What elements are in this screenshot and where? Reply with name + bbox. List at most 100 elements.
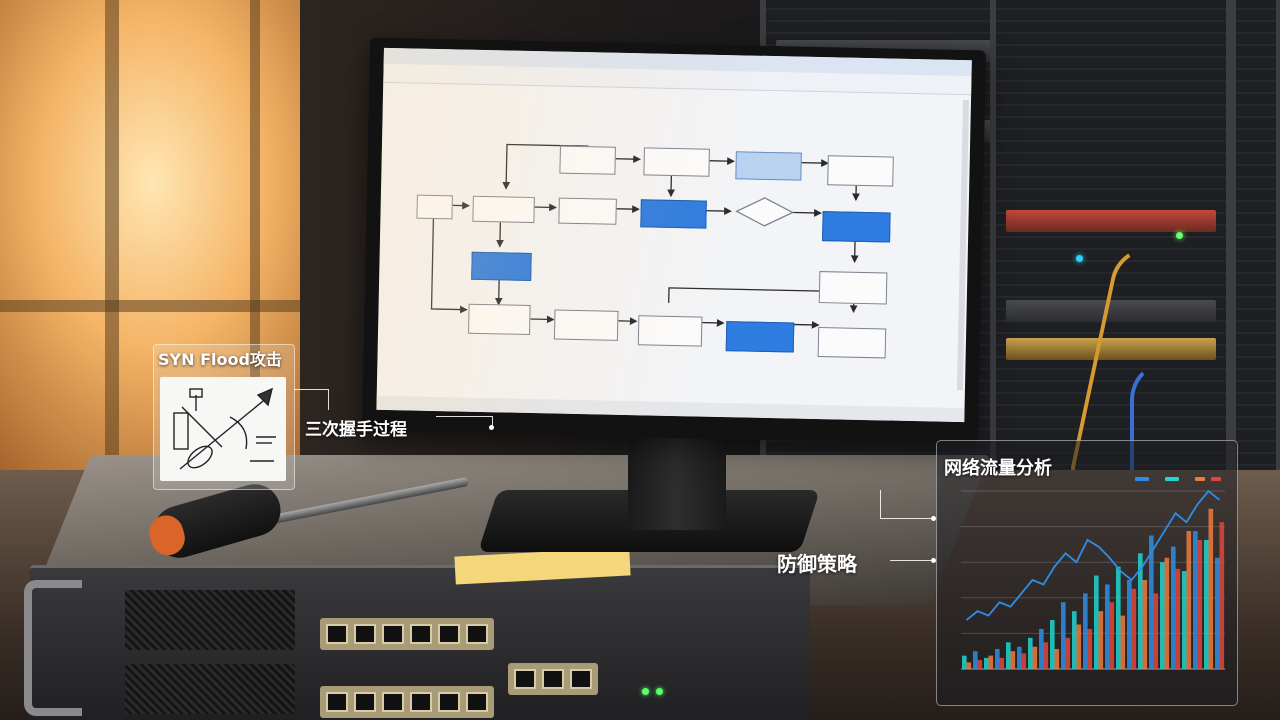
flowchart-node bbox=[558, 197, 617, 225]
chart-bar-cyan bbox=[1193, 531, 1198, 669]
rack-rail bbox=[1230, 0, 1280, 500]
ethernet-port[interactable] bbox=[438, 692, 460, 712]
chart-bar-cyan bbox=[1017, 646, 1022, 669]
traffic-analysis-title: 网络流量分析 bbox=[944, 458, 1052, 479]
ethernet-port[interactable] bbox=[466, 692, 488, 712]
syn-flood-panel bbox=[153, 344, 295, 490]
chart-bar-cyan bbox=[995, 648, 1000, 669]
chart-bar-orange bbox=[1142, 580, 1148, 669]
ethernet-port[interactable] bbox=[438, 624, 460, 644]
flowchart-node bbox=[637, 315, 703, 347]
chart-bar-cyan bbox=[1006, 642, 1011, 669]
callout-dot bbox=[931, 558, 936, 563]
ethernet-port[interactable] bbox=[410, 692, 432, 712]
ethernet-port[interactable] bbox=[354, 692, 376, 712]
flowchart-node-highlighted bbox=[640, 199, 707, 229]
chart-bar-orange bbox=[1032, 646, 1038, 669]
chart-bar-cyan bbox=[1171, 546, 1176, 669]
monitor bbox=[361, 37, 987, 445]
flowchart-node bbox=[817, 327, 887, 359]
chart-bar-orange bbox=[1076, 624, 1082, 669]
ethernet-port[interactable] bbox=[382, 692, 404, 712]
ethernet-port[interactable] bbox=[326, 692, 348, 712]
chart-bar-orange bbox=[1054, 648, 1060, 669]
chart-bar-orange bbox=[1087, 628, 1093, 669]
chart-bar-orange bbox=[1098, 611, 1104, 669]
ethernet-port[interactable] bbox=[382, 624, 404, 644]
flowchart-node bbox=[643, 147, 710, 177]
monitor-screen bbox=[376, 47, 972, 423]
chart-bar-orange bbox=[1219, 522, 1225, 669]
chart-bar-orange bbox=[1164, 557, 1170, 669]
ethernet-port[interactable] bbox=[326, 624, 348, 644]
chart-bar-cyan bbox=[962, 655, 967, 669]
chart-bar-cyan bbox=[1182, 571, 1187, 669]
chart-bar-orange bbox=[988, 655, 994, 669]
callout-leader bbox=[890, 560, 934, 561]
flowchart-node bbox=[553, 309, 619, 341]
flowchart-node bbox=[827, 155, 894, 187]
chart-line-series bbox=[965, 489, 1221, 621]
chart-bar-cyan bbox=[1138, 553, 1143, 669]
legend-swatch bbox=[1165, 477, 1179, 481]
chart-bar-orange bbox=[1043, 642, 1049, 669]
ethernet-port[interactable] bbox=[354, 624, 376, 644]
flowchart-node-highlighted bbox=[471, 251, 532, 282]
flowchart-node bbox=[559, 145, 616, 175]
chart-bar-cyan bbox=[1072, 611, 1077, 669]
chart-bar-cyan bbox=[1149, 535, 1154, 669]
chart-bar-cyan bbox=[1105, 584, 1110, 669]
handshake-label: 三次握手过程 bbox=[305, 420, 407, 440]
ethernet-port[interactable] bbox=[410, 624, 432, 644]
flowchart-node bbox=[468, 303, 531, 336]
chart-bar-orange bbox=[1109, 602, 1115, 669]
flowchart-diagram bbox=[383, 83, 971, 359]
ethernet-port[interactable] bbox=[542, 669, 564, 689]
chart-bar-cyan bbox=[1204, 539, 1209, 669]
chart-bar-orange bbox=[1175, 568, 1181, 669]
ethernet-port[interactable] bbox=[570, 669, 592, 689]
flowchart-node bbox=[818, 271, 888, 305]
chart-bar-orange bbox=[999, 657, 1005, 669]
chart-bar-cyan bbox=[1039, 628, 1044, 669]
flowchart-node bbox=[416, 194, 453, 220]
chart-bar-orange bbox=[1197, 539, 1203, 669]
callout-leader bbox=[294, 389, 329, 410]
flowchart-node bbox=[472, 195, 535, 224]
flowchart-node bbox=[735, 151, 802, 181]
callout-leader bbox=[880, 490, 935, 519]
chart-bar-orange bbox=[966, 662, 972, 669]
network-switch bbox=[24, 565, 810, 720]
chart-bar-orange bbox=[1186, 531, 1192, 669]
legend-swatch bbox=[1135, 477, 1149, 481]
callout-dot bbox=[931, 516, 936, 521]
chart-bar-orange bbox=[1010, 651, 1016, 669]
ethernet-port[interactable] bbox=[466, 624, 488, 644]
chart-bar-orange bbox=[1065, 637, 1071, 669]
flowchart-node-highlighted bbox=[822, 211, 891, 243]
chart-bar-orange bbox=[1021, 653, 1027, 669]
callout-leader bbox=[436, 416, 493, 429]
rocket-shield-sketch-icon bbox=[160, 377, 286, 481]
callout-dot bbox=[489, 425, 494, 430]
chart-bar-orange bbox=[1153, 593, 1159, 669]
chart-bar-cyan bbox=[1116, 566, 1121, 669]
chart-bar-orange bbox=[977, 660, 983, 669]
legend-swatch bbox=[1195, 477, 1205, 481]
switch-rack-handle[interactable] bbox=[24, 580, 82, 716]
ethernet-port[interactable] bbox=[514, 669, 536, 689]
chart-bar-orange bbox=[1131, 588, 1137, 669]
flowchart-node-highlighted bbox=[725, 321, 795, 353]
traffic-chart bbox=[961, 489, 1225, 670]
defense-label: 防御策略 bbox=[777, 552, 857, 576]
chart-bar-orange bbox=[1120, 615, 1126, 669]
syn-flood-title: SYN Flood攻击 bbox=[158, 350, 282, 369]
legend-swatch bbox=[1211, 477, 1221, 481]
server-rack bbox=[990, 0, 1232, 500]
traffic-analysis-panel bbox=[936, 440, 1238, 706]
chart-bar-cyan bbox=[1215, 557, 1220, 669]
chart-bar-cyan bbox=[1083, 593, 1088, 669]
chart-bar-orange bbox=[1208, 508, 1214, 669]
chart-bar-cyan bbox=[984, 657, 989, 669]
